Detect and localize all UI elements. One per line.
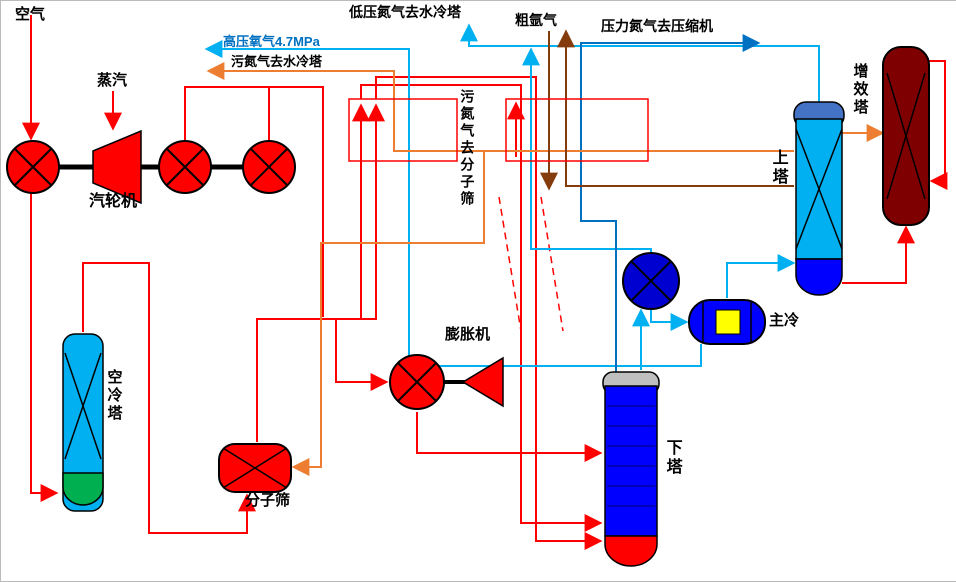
booster-tower-label: 增效塔 [851,63,869,117]
pressure-nitrogen-line [580,34,761,372]
crude-argon-line [557,29,794,187]
waste-nitrogen-line [206,62,794,152]
main-condenser [688,299,766,345]
waste-nitrogen-to-sieve-line [291,151,485,476]
dashed-stream-line-a [498,196,522,332]
upper-column-label: 上塔 [769,149,787,187]
cooler-to-sieve-line [82,262,256,534]
dashed-stream-line-b [540,196,564,332]
upper-column-x2 [795,128,843,250]
pump-x2 [630,260,672,302]
steam-turbine [92,129,142,205]
expander-feed-line [335,319,389,391]
expander-label: 膨胀机 [445,326,491,343]
turbine-label: 汽轮机 [89,193,138,210]
main-condenser-label: 主冷 [769,312,800,329]
air-to-cooler-line [30,193,59,502]
booster-x2 [886,72,926,200]
condenser-core [715,309,741,335]
lower-column-body [604,385,658,537]
molecular-sieve-label: 分子筛 [245,492,291,509]
booster-side-line [929,60,948,190]
compressor2-line [184,86,324,317]
sieve-x2 [222,447,288,489]
pump-to-condenser-line [650,310,689,331]
hx-feed2-line [361,103,385,320]
upper-column-bottom [795,258,843,296]
lp-n2-label: 低压氮气去水冷塔 [349,4,461,20]
lp-nitrogen-line [460,23,820,102]
circulation-pump [622,252,680,310]
lower-column-label: 下塔 [663,439,681,477]
air-label: 空气 [15,6,46,23]
sieve-to-hx-line [256,103,370,442]
hp-oxygen-label: 高压氧气4.7MPa [223,34,320,49]
lower-column [602,371,660,567]
compressor-train [6,140,296,194]
compressor-2-x2 [166,148,204,186]
hx-to-lower-column-line-b [375,76,603,550]
compressor-3-x2 [250,148,288,186]
stream-lines [22,15,948,550]
booster-tower [882,46,930,226]
expander-outlet-line [416,412,603,462]
condenser-vapor-line [726,254,796,298]
air-cooling-tower-label: 空冷塔 [105,369,123,423]
crude-argon-label: 粗氩气 [515,12,557,28]
lower-column-trays [607,405,655,507]
steam-label: 蒸汽 [97,72,128,89]
expander-unit [389,354,504,410]
waste-n2-cooling-label: 污氮气去水冷塔 [231,54,323,69]
expander-x2 [397,362,437,402]
hx-to-lower-column-line-a [360,84,603,532]
heat-exchanger-2 [505,98,649,162]
heat-exchanger-1 [348,98,458,162]
compressor-1-x2 [14,148,52,186]
molecular-sieve [218,443,292,493]
lower-column-bottom [604,535,658,567]
upper-column [793,101,845,296]
cooler-bottom-sump [62,472,104,506]
pressure-n2-label: 压力氮气去压缩机 [601,18,713,34]
waste-n2-sieve-label: 污氮气去分子筛 [459,89,476,208]
expander-brake [461,356,504,408]
oxygen-to-booster-line [842,225,915,284]
air-cooling-tower [62,333,104,512]
cooler-packing-x2 [64,352,102,460]
